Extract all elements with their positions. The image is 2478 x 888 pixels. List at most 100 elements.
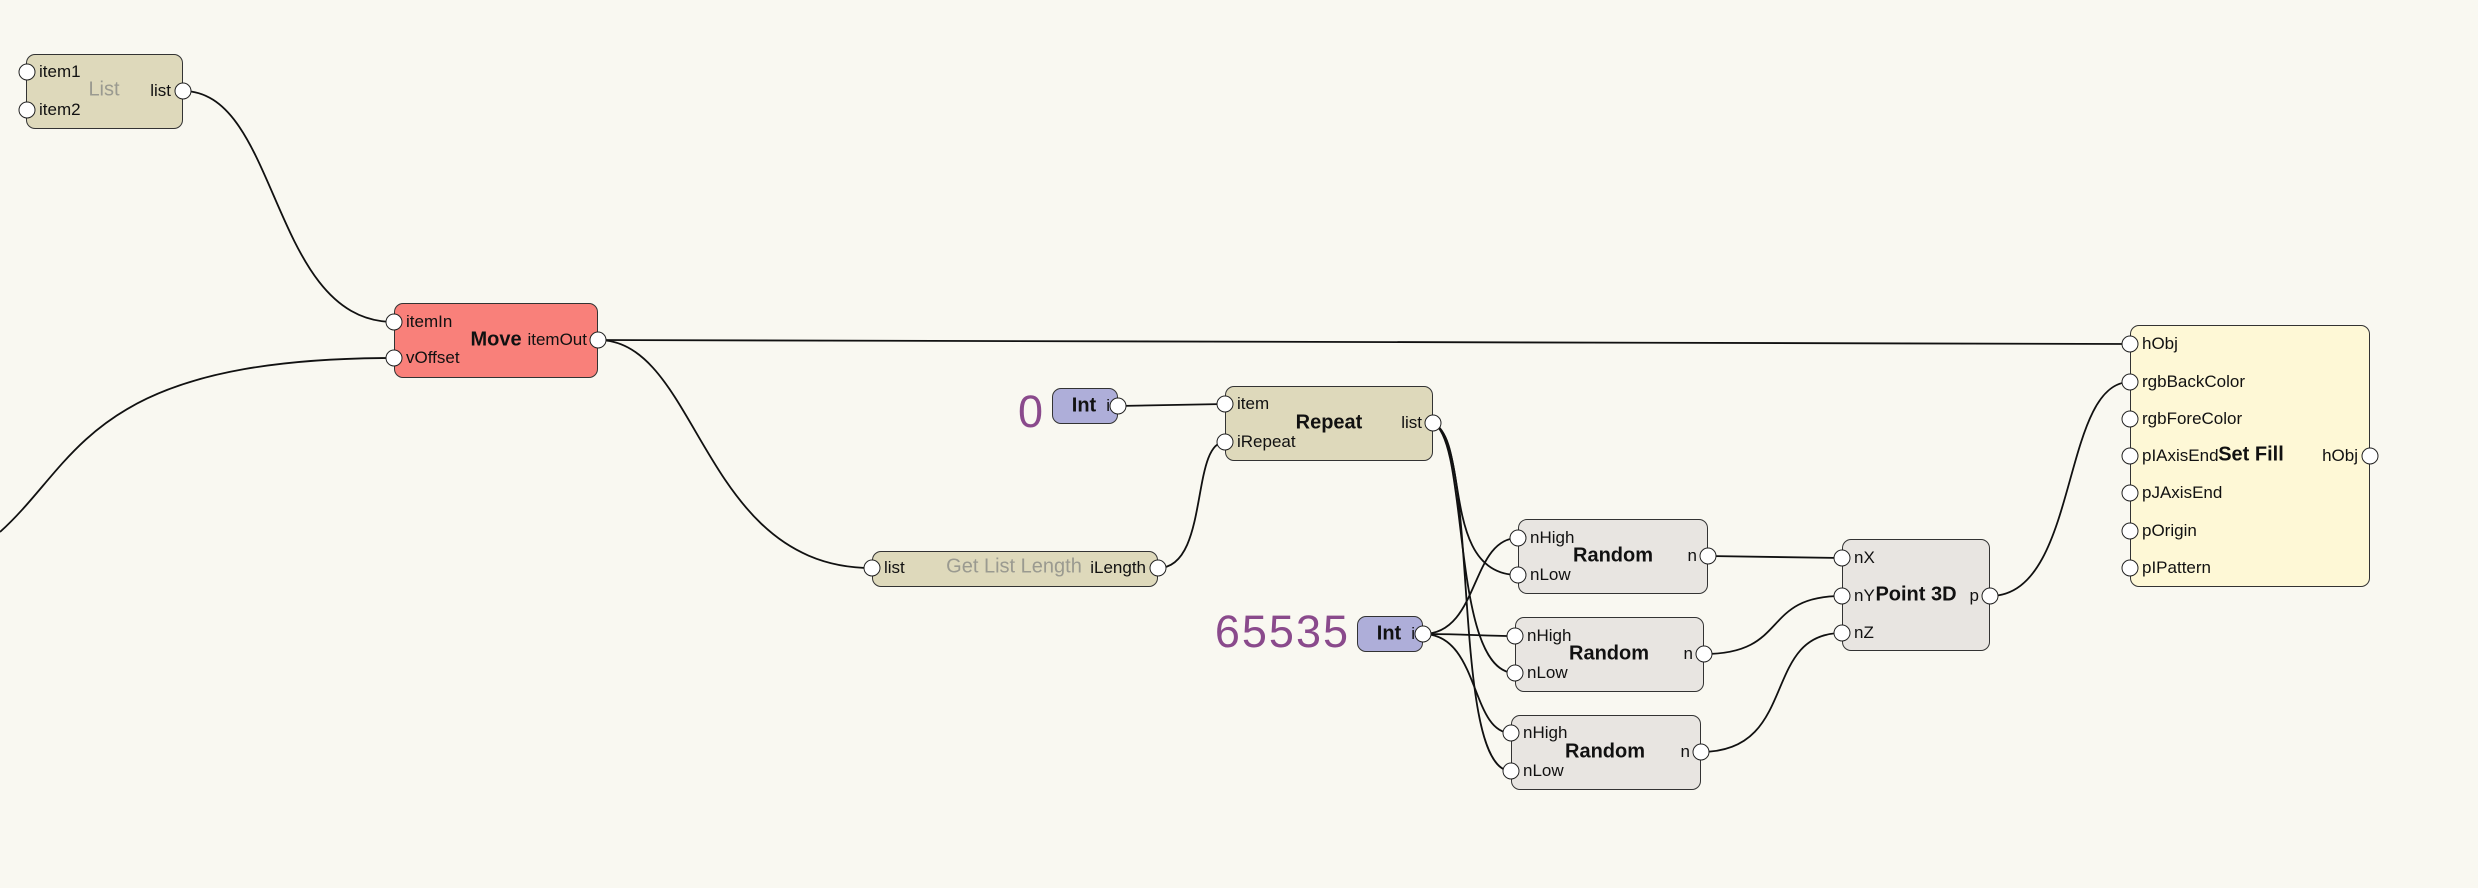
random3-nhigh-port[interactable] (1502, 724, 1520, 742)
random1-nlow-port[interactable] (1509, 566, 1527, 584)
random1-out-port[interactable] (1699, 547, 1717, 565)
list-title: List (88, 78, 120, 101)
set-fill-pjaxisend-port[interactable] (2121, 484, 2139, 502)
wire-point3d-to-rgbbackcolor (1989, 381, 2131, 597)
repeat-irepeat-port[interactable] (1216, 433, 1234, 451)
wire-int0-to-repeat-item (1117, 403, 1226, 407)
random1-title: Random (1573, 544, 1653, 567)
set-fill-out-label: hObj (2322, 446, 2358, 465)
point3d-nz-port[interactable] (1833, 624, 1851, 642)
random3-title: Random (1565, 740, 1645, 763)
point3d-nz-label: nZ (1854, 623, 1874, 642)
repeat-node[interactable] (1225, 386, 1433, 461)
list-out-port[interactable] (174, 82, 192, 100)
random3-nlow-port[interactable] (1502, 762, 1520, 780)
get-list-length-in-label: list (884, 558, 905, 577)
wire-move-to-setfill-hobj (597, 339, 2131, 345)
wire-repeat-to-random2-nlow (1432, 422, 1516, 674)
wire-getlistlength-to-irepeat (1157, 441, 1226, 569)
set-fill-pjaxisend-label: pJAxisEnd (2142, 483, 2223, 502)
wire-int65535-to-random3-nhigh (1422, 633, 1512, 734)
get-list-length-out-port[interactable] (1149, 559, 1167, 577)
set-fill-title: Set Fill (2218, 443, 2284, 466)
int65535-out-port[interactable] (1414, 625, 1432, 643)
random2-nlow-label: nLow (1527, 663, 1568, 682)
wire-list-to-move (182, 90, 395, 323)
point3d-out-label: p (1969, 586, 1979, 605)
int0-out-label: i (1106, 396, 1110, 415)
random3-node[interactable] (1511, 715, 1701, 790)
wire-random1-to-nx (1707, 555, 1843, 559)
wire-random2-to-ny (1703, 595, 1843, 655)
repeat-item-label: item (1237, 394, 1270, 413)
set-fill-hobj-port[interactable] (2121, 335, 2139, 353)
set-fill-piaxisend-port[interactable] (2121, 447, 2139, 465)
point3d-out-port[interactable] (1981, 587, 1999, 605)
move-node[interactable] (394, 303, 598, 378)
set-fill-rgbforecolor-label: rgbForeColor (2142, 409, 2243, 428)
point3d-ny-label: nY (1854, 586, 1875, 605)
set-fill-pipattern-label: pIPattern (2142, 558, 2211, 577)
move-itemin-label: itemIn (406, 312, 453, 331)
set-fill-porigin-port[interactable] (2121, 522, 2139, 540)
wire-int65535-to-random2-nhigh (1422, 633, 1516, 637)
point3d-nx-port[interactable] (1833, 549, 1851, 567)
point3d-node[interactable] (1842, 539, 1990, 651)
random3-out-port[interactable] (1692, 743, 1710, 761)
repeat-out-label: list (1401, 413, 1422, 432)
random2-nhigh-port[interactable] (1506, 627, 1524, 645)
move-title: Move (470, 328, 522, 351)
wire-repeat-to-random3-nlow (1432, 422, 1512, 772)
random1-nhigh-port[interactable] (1509, 529, 1527, 547)
wire-repeat-to-random1-nlow (1432, 422, 1519, 576)
random1-nhigh-label: nHigh (1530, 528, 1575, 547)
wire-int65535-to-random1-nhigh (1422, 537, 1519, 635)
int0-title: Int (1071, 394, 1097, 417)
set-fill-piaxisend-label: pIAxisEnd (2142, 446, 2219, 465)
random3-nhigh-label: nHigh (1523, 723, 1568, 742)
random2-nlow-port[interactable] (1506, 664, 1524, 682)
repeat-item-port[interactable] (1216, 395, 1234, 413)
repeat-out-port[interactable] (1424, 414, 1442, 432)
get-list-length-out-label: iLength (1090, 558, 1146, 577)
random2-out-label: n (1683, 644, 1693, 663)
list-item2-port[interactable] (18, 101, 36, 119)
list-item2-label: item2 (39, 100, 81, 119)
point3d-nx-label: nX (1854, 548, 1875, 567)
random1-nlow-label: nLow (1530, 565, 1571, 584)
list-item1-port[interactable] (18, 63, 36, 81)
random1-node[interactable] (1518, 519, 1708, 594)
int0-node[interactable] (1052, 388, 1118, 424)
repeat-title: Repeat (1295, 411, 1363, 434)
random3-nlow-label: nLow (1523, 761, 1564, 780)
int65535-out-label: i (1411, 624, 1415, 643)
move-voffset-label: vOffset (406, 348, 460, 367)
get-list-length-in-port[interactable] (863, 559, 881, 577)
set-fill-rgbbackcolor-port[interactable] (2121, 373, 2139, 391)
set-fill-rgbbackcolor-label: rgbBackColor (2142, 372, 2245, 391)
int65535-value: 65535 (1214, 606, 1350, 657)
wire-offscreen-to-voffset (0, 357, 395, 533)
random3-out-label: n (1680, 742, 1690, 761)
move-itemout-label: itemOut (527, 330, 587, 349)
point3d-title: Point 3D (1875, 583, 1957, 606)
wire-move-to-getlistlength (597, 339, 873, 569)
random2-out-port[interactable] (1695, 645, 1713, 663)
set-fill-pipattern-port[interactable] (2121, 559, 2139, 577)
list-node[interactable] (26, 54, 183, 129)
int65535-title: Int (1376, 622, 1402, 645)
set-fill-rgbforecolor-port[interactable] (2121, 410, 2139, 428)
move-voffset-port[interactable] (385, 349, 403, 367)
set-fill-out-port[interactable] (2361, 447, 2379, 465)
list-out-label: list (150, 81, 171, 100)
list-item1-label: item1 (39, 62, 81, 81)
point3d-ny-port[interactable] (1833, 587, 1851, 605)
int0-out-port[interactable] (1109, 397, 1127, 415)
wire-random3-to-nz (1700, 632, 1843, 753)
move-itemout-port[interactable] (589, 331, 607, 349)
random2-nhigh-label: nHigh (1527, 626, 1572, 645)
random1-out-label: n (1687, 546, 1697, 565)
int65535-node[interactable] (1357, 616, 1423, 652)
set-fill-node[interactable] (2130, 325, 2370, 587)
move-itemin-port[interactable] (385, 313, 403, 331)
